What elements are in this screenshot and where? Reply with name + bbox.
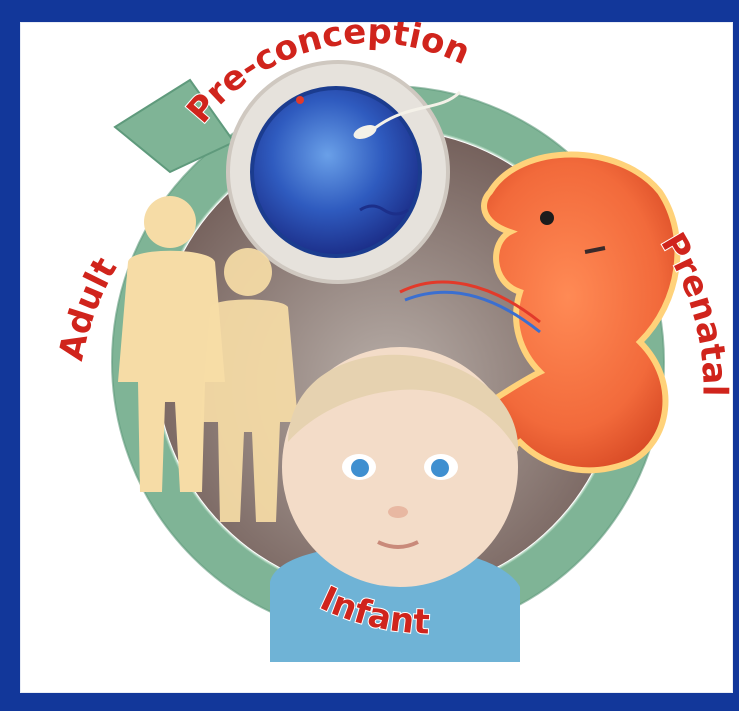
life-cycle-diagram: Pre-conception Prenatal Infant Adult bbox=[20, 22, 733, 693]
slide-panel: Pre-conception Prenatal Infant Adult bbox=[20, 22, 733, 693]
